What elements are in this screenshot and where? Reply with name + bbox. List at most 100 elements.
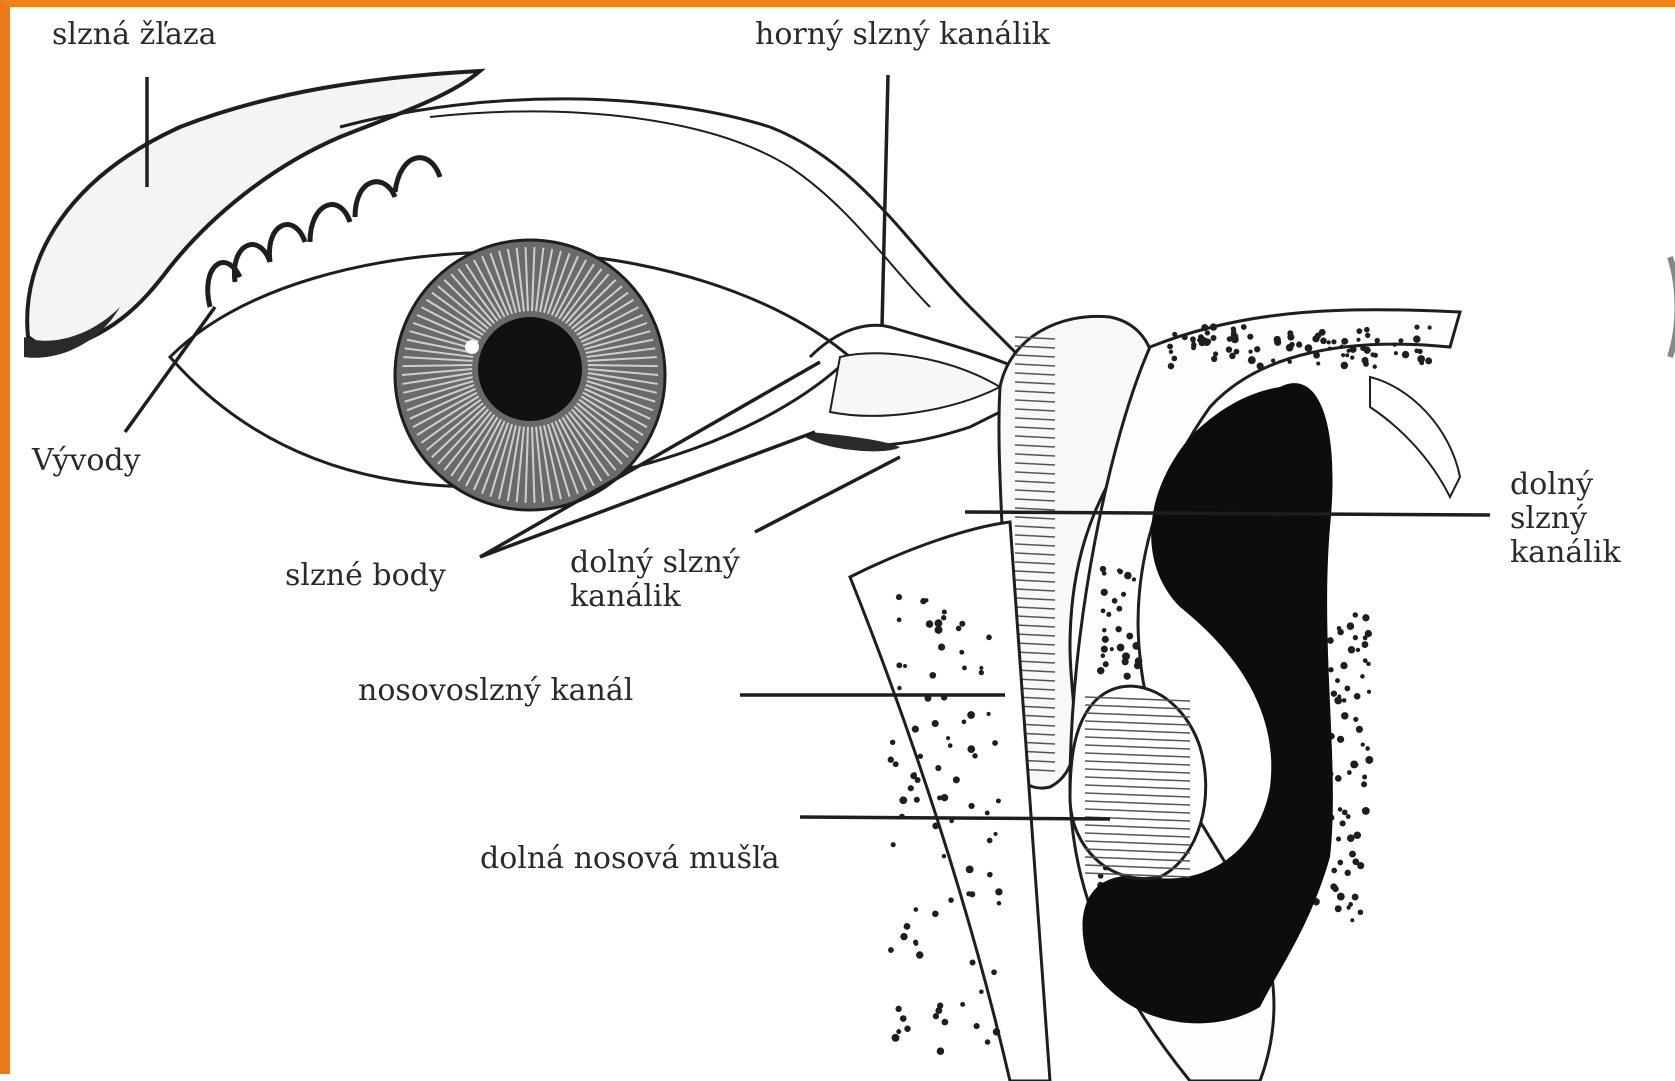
bone-dot xyxy=(991,969,997,975)
bone-dot xyxy=(890,740,895,745)
pupil xyxy=(478,317,582,421)
bone-dot xyxy=(1102,571,1107,576)
bone-dot xyxy=(912,726,919,733)
bone-dot xyxy=(1248,349,1252,353)
bone-dot xyxy=(1316,362,1320,366)
bone-dot xyxy=(1342,698,1347,703)
bone-dot xyxy=(966,891,971,896)
bone-dot xyxy=(1354,831,1361,838)
bone-dot xyxy=(962,719,967,724)
bone-dot xyxy=(1419,360,1424,365)
bone-dot xyxy=(941,615,946,620)
bone-dot xyxy=(967,711,975,719)
bone-dot xyxy=(1356,726,1363,733)
bone-dot xyxy=(1287,333,1294,340)
bone-dot xyxy=(1274,339,1281,346)
bone-dot xyxy=(1122,652,1130,660)
bone-dot xyxy=(960,1002,965,1007)
bone-dot xyxy=(1352,858,1359,865)
bone-dot xyxy=(1117,568,1122,573)
bone-dot xyxy=(1362,807,1370,815)
bone-dot xyxy=(934,619,942,627)
bone-dot xyxy=(915,777,921,783)
bone-dot xyxy=(1126,633,1133,640)
bone-dot xyxy=(1134,662,1141,669)
bone-dot xyxy=(1346,349,1350,353)
bone-dot xyxy=(1182,334,1188,340)
bone-dot xyxy=(1348,646,1355,653)
bone-dot xyxy=(1201,324,1208,331)
bone-dot xyxy=(996,798,1001,803)
bone-dot xyxy=(1312,335,1319,342)
bone-dot xyxy=(1257,362,1264,369)
bone-dot xyxy=(1347,622,1355,630)
bone-dot xyxy=(1347,770,1352,775)
bone-dot xyxy=(1132,642,1140,650)
bone-dot xyxy=(1340,662,1347,669)
bone-dot xyxy=(914,797,920,803)
bone-dot xyxy=(1349,851,1356,858)
bone-dot xyxy=(913,940,918,945)
bone-dot xyxy=(1101,646,1108,653)
bone-dot xyxy=(1331,690,1337,696)
bone-dot xyxy=(1241,324,1247,330)
bone-dot xyxy=(1101,608,1106,613)
bone-dot xyxy=(985,810,990,815)
bone-dot xyxy=(1345,353,1349,357)
bone-dot xyxy=(1356,338,1360,342)
bone-dot xyxy=(1116,606,1122,612)
bone-dot xyxy=(942,609,947,614)
bone-dot xyxy=(900,933,907,940)
bone-dot xyxy=(1360,674,1365,679)
bone-dot xyxy=(929,672,936,679)
bone-dot xyxy=(897,686,902,691)
bone-dot xyxy=(904,1025,910,1031)
bone-dot xyxy=(1392,342,1396,346)
bone-dot xyxy=(1121,592,1126,597)
bone-dot xyxy=(1402,351,1409,358)
bone-dot xyxy=(903,664,907,668)
bone-dot xyxy=(935,1007,942,1014)
bone-dot xyxy=(1229,353,1236,360)
bone-dot xyxy=(1367,690,1371,694)
bone-dot xyxy=(1335,905,1342,912)
bone-dot xyxy=(993,832,997,836)
bone-dot xyxy=(1231,336,1239,344)
bone-dot xyxy=(895,1006,901,1012)
bone-dot xyxy=(1346,905,1350,909)
bone-dot xyxy=(1356,648,1360,652)
label-lower-canaliculus-right-line1: dolný xyxy=(1510,469,1593,501)
bone-dot xyxy=(956,626,962,632)
bone-dot xyxy=(942,1019,949,1026)
bone-dot xyxy=(1171,356,1177,362)
bone-dot xyxy=(926,620,934,628)
bone-dot xyxy=(1328,667,1333,672)
bone-dot xyxy=(916,951,923,958)
bone-dot xyxy=(959,621,965,627)
bone-dot xyxy=(1213,351,1218,356)
bone-dot xyxy=(932,720,939,727)
bone-dot xyxy=(1231,331,1236,336)
bone-dot xyxy=(970,960,976,966)
bone-dot xyxy=(1350,761,1358,769)
caruncle xyxy=(830,353,1000,416)
bone-dot xyxy=(1328,347,1332,351)
bone-dot xyxy=(1337,626,1341,630)
bone-dot xyxy=(893,761,899,767)
label-lower-canaliculus-line2: kanálik xyxy=(570,581,681,613)
label-lower-canaliculus-right-line3: kanálik xyxy=(1510,537,1621,569)
bone-dot xyxy=(1247,334,1253,340)
bone-dot xyxy=(1349,346,1356,353)
bone-dot xyxy=(1365,630,1372,637)
label-puncta: slzné body xyxy=(285,560,446,592)
bone-dot xyxy=(892,1034,900,1042)
bone-dot xyxy=(1364,347,1371,354)
bone-dot xyxy=(1398,338,1403,343)
bone-dot xyxy=(1327,637,1334,644)
bone-dot xyxy=(896,594,902,600)
bone-dot xyxy=(948,897,954,903)
bone-dot xyxy=(1353,635,1358,640)
bone-dot xyxy=(1365,746,1370,751)
bone-dot xyxy=(1358,909,1364,915)
label-inferior-turbinate: dolná nosová mušľa xyxy=(480,843,779,875)
